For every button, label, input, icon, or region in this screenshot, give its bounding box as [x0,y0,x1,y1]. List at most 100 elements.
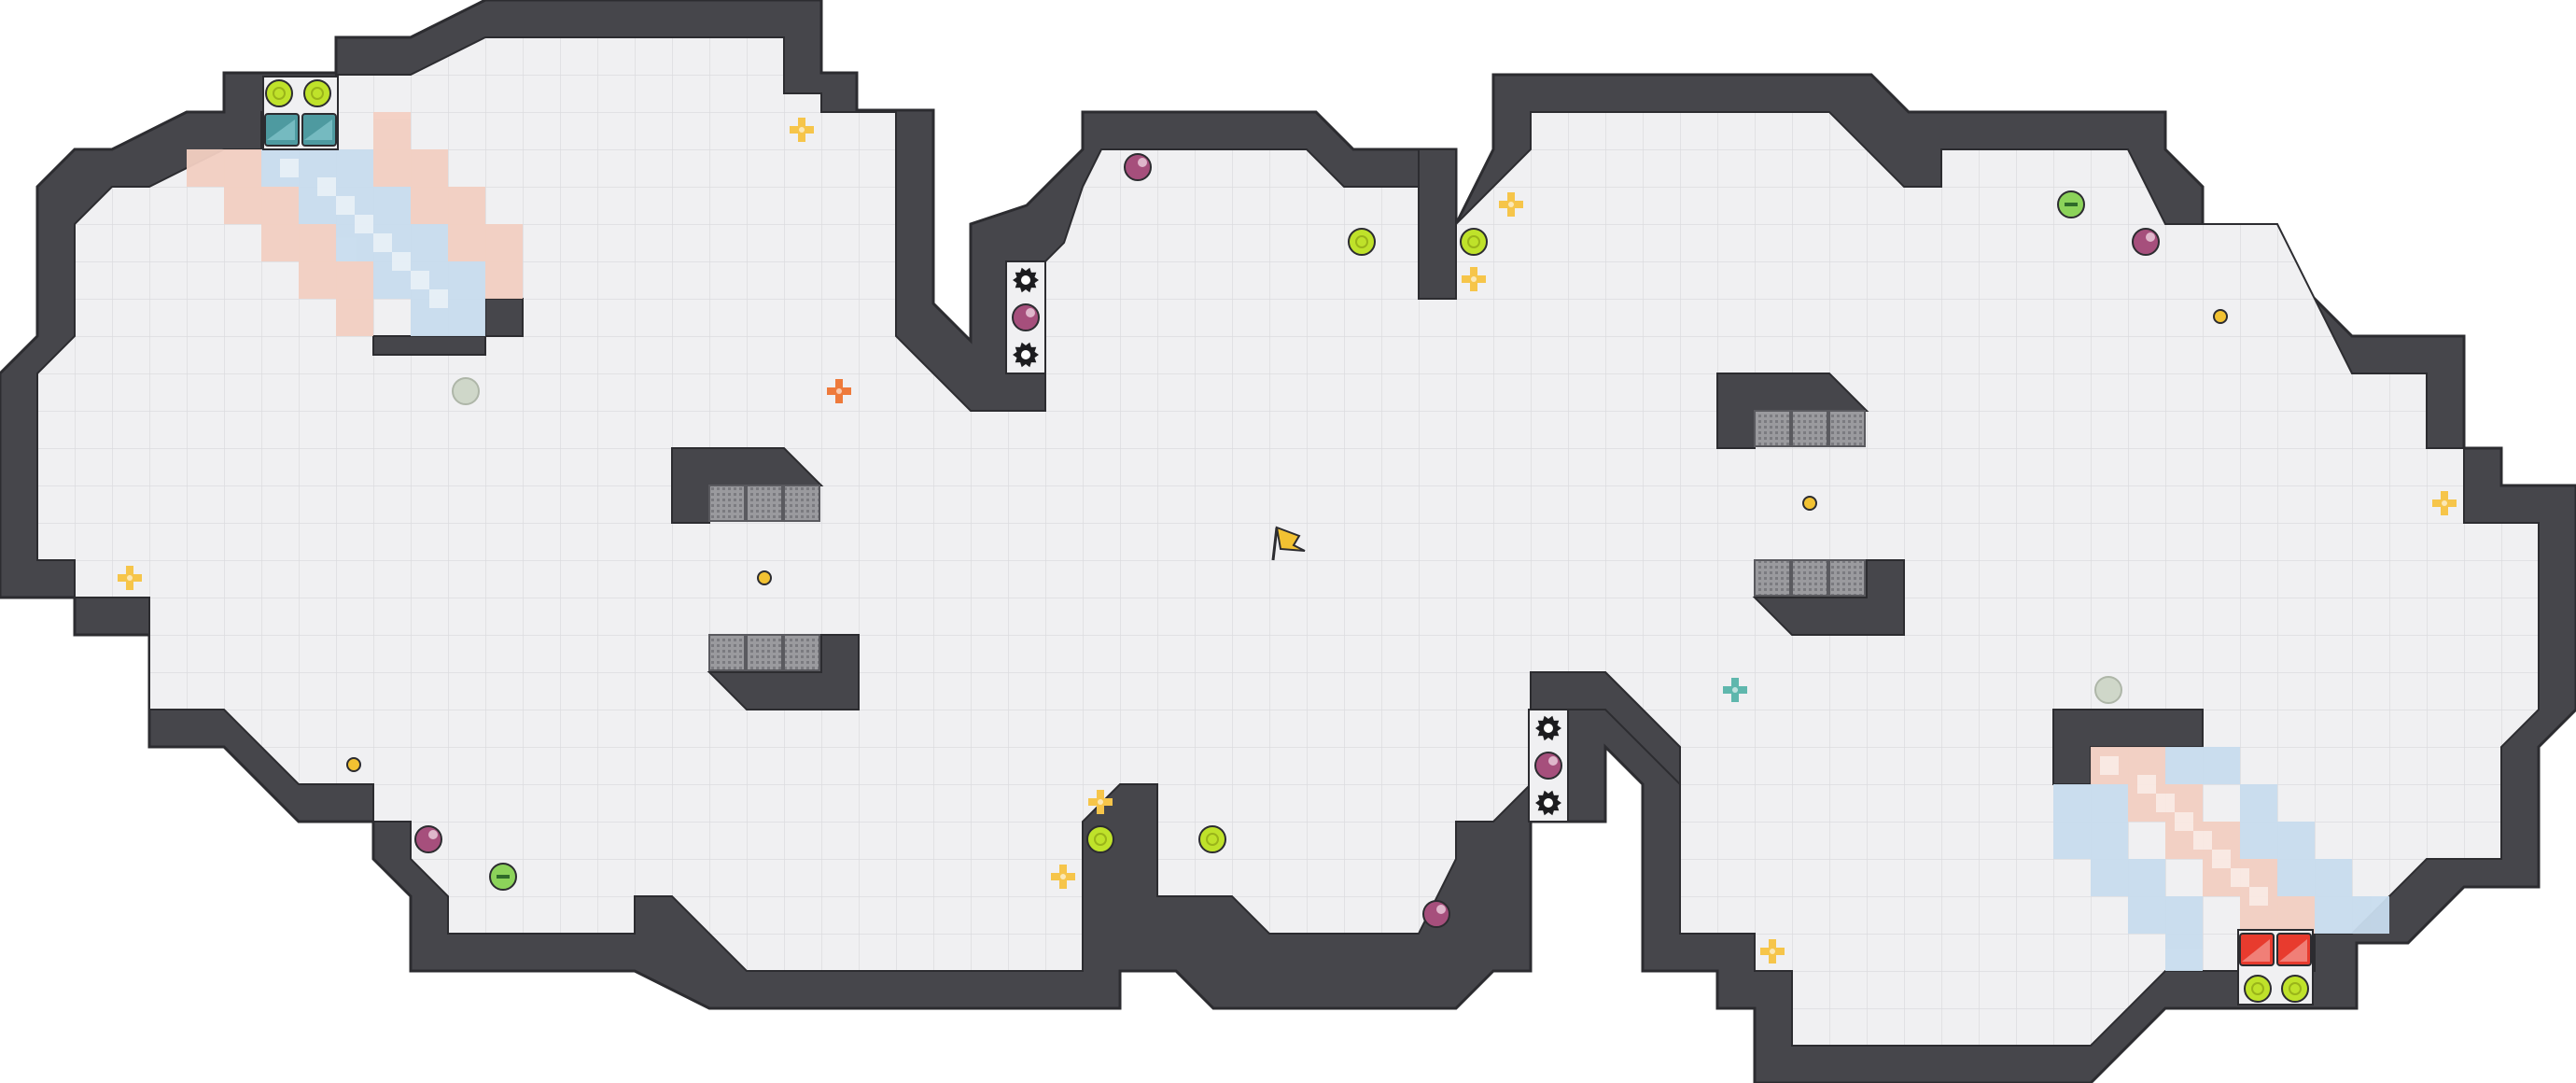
zone-tile [485,224,523,261]
teal-team-outer-zone [187,112,523,336]
zone-checker [2249,887,2268,906]
lime-orb-icon [1198,825,1226,853]
zone-checker [2175,812,2193,831]
crate [783,485,820,522]
zone-tile [187,149,224,187]
lime-orb-icon [1460,228,1488,256]
zone-tile [2240,822,2277,859]
zone-checker [392,252,411,271]
lime-orb-icon [1086,825,1114,853]
plus-cross-icon [1088,790,1113,814]
zone-tile [373,112,411,149]
pink-orb-icon [1124,153,1152,181]
crates [708,410,1866,671]
zone-checker [2193,831,2212,850]
zone-tile [2128,896,2165,934]
zone-tile [2091,822,2128,859]
zone-tile [2165,934,2203,971]
zone-tile [411,149,448,187]
zone-tile [2203,747,2240,784]
crate [1791,410,1828,447]
gear-icon [1535,715,1561,741]
zone-tile [299,261,336,299]
lime-orb-icon [1348,228,1376,256]
crate [1754,410,1791,447]
plus-cross-icon [2432,491,2457,515]
pink-orb-icon [2132,228,2160,256]
zone-tile [2240,784,2277,822]
plus-cross-icon [1760,939,1785,963]
zone-checker [411,271,429,289]
gear-strips [1005,260,1569,823]
zone-tile [2315,859,2352,896]
red-team-outer-zone [2053,747,2389,971]
crate [746,634,783,671]
zone-checker [317,177,336,196]
plus-cross-icon [1462,267,1486,291]
zone-tile [2277,896,2315,934]
zone-tile [448,299,485,336]
zone-checker [280,159,299,177]
zone-tile [448,224,485,261]
zone-tile [336,299,373,336]
zone-tile [373,187,411,224]
lime-orb-icon [2281,975,2309,1003]
faded-orb [2094,676,2122,704]
zone-tile [2352,896,2389,934]
crate [708,485,746,522]
zone-checker [2231,868,2249,887]
plus-cross-icon [1723,678,1747,702]
crate [1754,559,1791,597]
plus-cross-icon [1051,865,1075,889]
zone-tile [2165,747,2203,784]
plus-cross-icon [118,566,142,590]
zone-checker [373,233,392,252]
zone-tile [261,187,299,224]
zone-checker [2156,794,2175,812]
items-layer [118,79,2457,1003]
gear-icon [1013,342,1039,368]
zone-tile [2053,822,2091,859]
zone-tile [224,187,261,224]
plus-cross-icon [790,118,814,142]
zone-tile [2053,784,2091,822]
zone-tile [2165,896,2203,934]
crate [783,634,820,671]
zone-checker [2100,756,2119,775]
crate [746,485,783,522]
faded-orb [452,377,480,405]
zone-tile [411,224,448,261]
zone-tile [224,149,261,187]
zone-tile [2091,859,2128,896]
crate [708,634,746,671]
zone-tile [2128,859,2165,896]
zone-tile [2277,822,2315,859]
gear-icon [1535,790,1561,816]
zone-tile [448,261,485,299]
pink-orb-icon [1534,752,1562,780]
zone-checker [336,196,355,215]
zone-checker [355,215,373,233]
zone-tile [2091,784,2128,822]
lime-orb-icon [265,79,293,107]
crate [1828,559,1866,597]
coin-icon [1802,496,1817,511]
plus-cross-icon [827,379,851,403]
zone-tile [336,149,373,187]
pink-orb-icon [414,825,442,853]
plus-cross-icon [1499,192,1523,217]
pink-orb-icon [1422,900,1450,928]
lime-orb-icon [2244,975,2272,1003]
zone-tile [2315,896,2352,934]
teal-team-zone [261,149,485,336]
zone-tile [336,261,373,299]
crate [1791,559,1828,597]
zone-tile [411,187,448,224]
gear-icon [1013,267,1039,293]
green-shield-orb-icon [2057,190,2085,218]
red-team-zone [2091,747,2315,934]
zone-tile [261,224,299,261]
zone-tile [373,149,411,187]
